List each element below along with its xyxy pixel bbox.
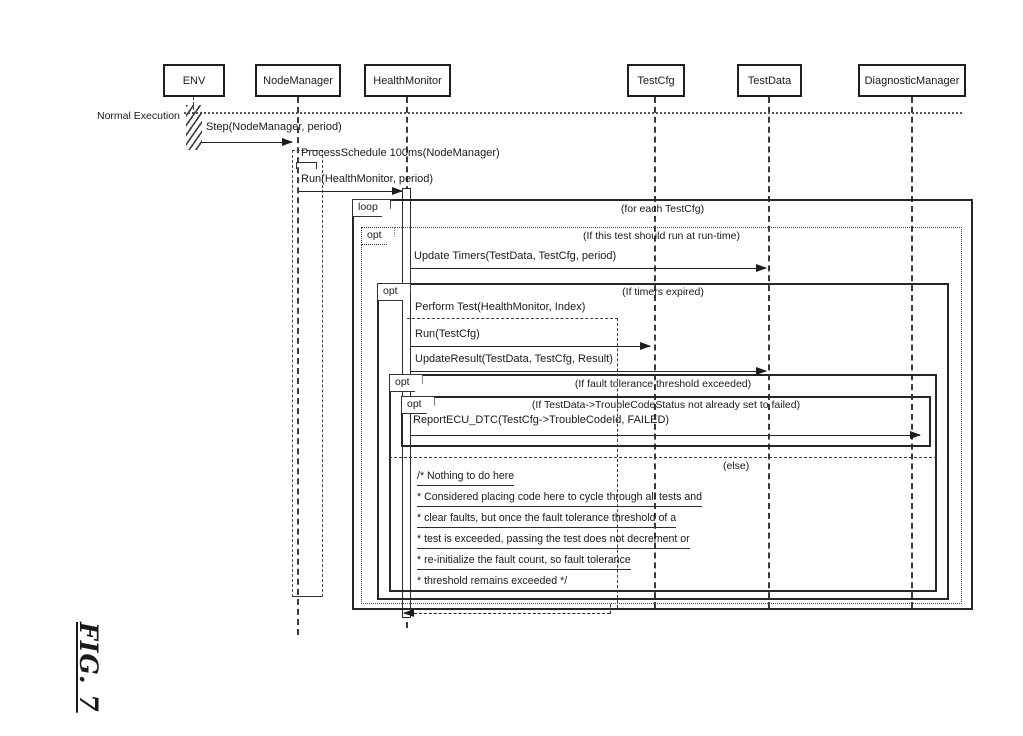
message-arrow-update-timers	[411, 263, 767, 272]
frame-else-guard: (else)	[723, 460, 750, 472]
arrowhead-icon	[282, 137, 293, 146]
arrowhead-icon	[756, 263, 767, 272]
message-label-run-testcfg: Run(TestCfg)	[415, 328, 480, 340]
lifeline-testcfg	[654, 97, 656, 608]
normal-execution-separator-line	[97, 112, 962, 114]
message-arrow-run-testcfg	[411, 341, 651, 350]
comment-line: * Considered placing code here to cycle …	[417, 491, 703, 507]
lifeline-head-diagnosticmanager: DiagnosticManager	[858, 64, 966, 97]
lifeline-name: DiagnosticManager	[864, 74, 960, 87]
self-call-bracket-processschedule	[296, 162, 317, 169]
lifeline-name: TestData	[747, 74, 792, 87]
lifeline-name: TestCfg	[637, 74, 675, 87]
figure-label: FIG. 7	[74, 622, 103, 713]
comment-line: * re-initialize the fault count, so faul…	[417, 554, 631, 570]
message-label-update-timers: Update Timers(TestData, TestCfg, period)	[414, 250, 617, 262]
message-arrow-run-health-monitor	[299, 186, 403, 195]
return-connector	[610, 604, 611, 614]
frame-opt-run-time-operator: opt	[361, 227, 395, 245]
frame-opt-trouble	[401, 396, 931, 447]
message-label-step: Step(NodeManager, period)	[206, 121, 342, 133]
frame-opt-timers-guard: (If timers expired)	[622, 286, 704, 298]
frame-opt-fault-operator: opt	[389, 374, 423, 392]
frame-opt-run-time-guard: (If this test should run at run-time)	[583, 230, 740, 242]
lifeline-env	[193, 97, 194, 110]
lifeline-diagnosticmanager	[911, 97, 913, 608]
lifeline-head-nodemanager: NodeManager	[255, 64, 341, 97]
frame-opt-fault	[389, 374, 937, 592]
message-arrow-step	[202, 137, 293, 146]
lifeline-head-env: ENV	[163, 64, 225, 97]
lifeline-name: NodeManager	[263, 74, 333, 87]
comment-line: * test is exceeded, passing the test doe…	[417, 533, 690, 549]
frame-opt-timers	[377, 283, 949, 600]
frame-loop-operator: loop	[352, 199, 391, 217]
message-label-process-schedule: ProcessSchedule 100ms(NodeManager)	[301, 147, 500, 159]
frame-opt-timers-operator: opt	[377, 283, 411, 301]
arrowhead-icon	[910, 430, 921, 439]
arrowhead-icon	[756, 366, 767, 375]
normal-execution-label: Normal Execution	[97, 109, 184, 123]
frame-else-divider	[389, 457, 937, 458]
message-label-perform-test: Perform Test(HealthMonitor, Index)	[415, 301, 586, 313]
message-arrow-update-result	[411, 366, 767, 375]
frame-opt-run-time	[361, 227, 962, 604]
frame-opt-trouble-guard: (If TestData->TroubleCodeStatus not alre…	[531, 399, 801, 411]
lifeline-name: HealthMonitor	[373, 74, 442, 87]
message-label-run-health-monitor: Run(HealthMonitor, period)	[301, 173, 434, 185]
frame-opt-fault-guard: (If fault tolerance threshold exceeded)	[574, 378, 752, 390]
comment-block: /* Nothing to do here * Considered placi…	[417, 470, 703, 596]
message-arrow-report-ecu-dtc	[411, 430, 921, 439]
comment-line: * clear faults, but once the fault toler…	[417, 512, 677, 528]
frame-opt-trouble-operator: opt	[401, 396, 435, 414]
message-label-update-result: UpdateResult(TestData, TestCfg, Result)	[415, 353, 613, 365]
lifeline-name: ENV	[182, 74, 206, 87]
lifeline-head-healthmonitor: HealthMonitor	[364, 64, 451, 97]
lifeline-head-testdata: TestData	[737, 64, 802, 97]
perform-test-execution-region	[407, 318, 618, 608]
lifeline-testdata	[768, 97, 770, 608]
comment-line: * threshold remains exceeded */	[417, 575, 568, 591]
message-arrow-return	[403, 608, 610, 617]
arrowhead-icon	[392, 186, 403, 195]
message-label-report-ecu-dtc: ReportECU_DTC(TestCfg->TroubleCodeId, FA…	[413, 414, 670, 426]
arrowhead-icon	[640, 341, 651, 350]
lifeline-head-testcfg: TestCfg	[627, 64, 685, 97]
frame-loop	[352, 199, 973, 610]
activation-env-hatched	[186, 105, 202, 150]
frame-loop-guard: (for each TestCfg)	[620, 203, 705, 215]
activation-nodemanager	[292, 150, 323, 597]
comment-line: /* Nothing to do here	[417, 470, 515, 486]
arrowhead-icon	[403, 608, 414, 617]
lifeline-nodemanager	[297, 97, 299, 635]
